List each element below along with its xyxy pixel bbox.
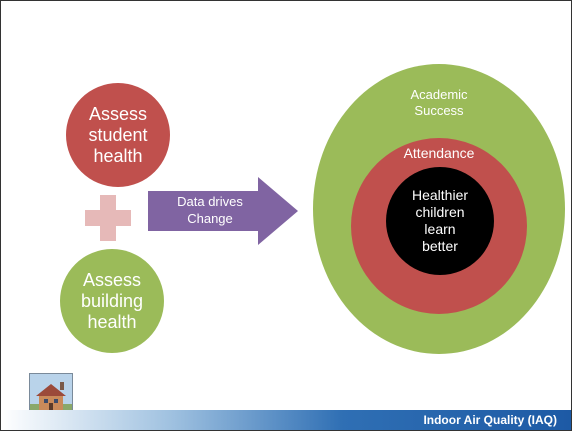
footer-bar: Indoor Air Quality (IAQ)	[1, 410, 571, 430]
data-drives-change-arrow: Data drives Change	[148, 177, 298, 245]
assess-building-health-circle: Assess building health	[60, 249, 164, 353]
footer-label: Indoor Air Quality (IAQ)	[423, 413, 557, 427]
healthier-children-label: Healthier children learn better	[411, 187, 469, 254]
assess-student-health-circle: Assess student health	[66, 83, 170, 187]
assess-student-health-label: Assess student health	[88, 103, 148, 166]
plus-icon	[85, 195, 131, 241]
right-arrow-icon	[148, 177, 298, 245]
academic-success-label: Academic Success	[410, 87, 468, 118]
assess-building-health-label: Assess building health	[80, 269, 144, 332]
attendance-label: Attendance	[403, 145, 475, 161]
arrow-label: Data drives Change	[177, 194, 243, 226]
healthier-children-circle: Healthier children learn better	[386, 167, 494, 275]
